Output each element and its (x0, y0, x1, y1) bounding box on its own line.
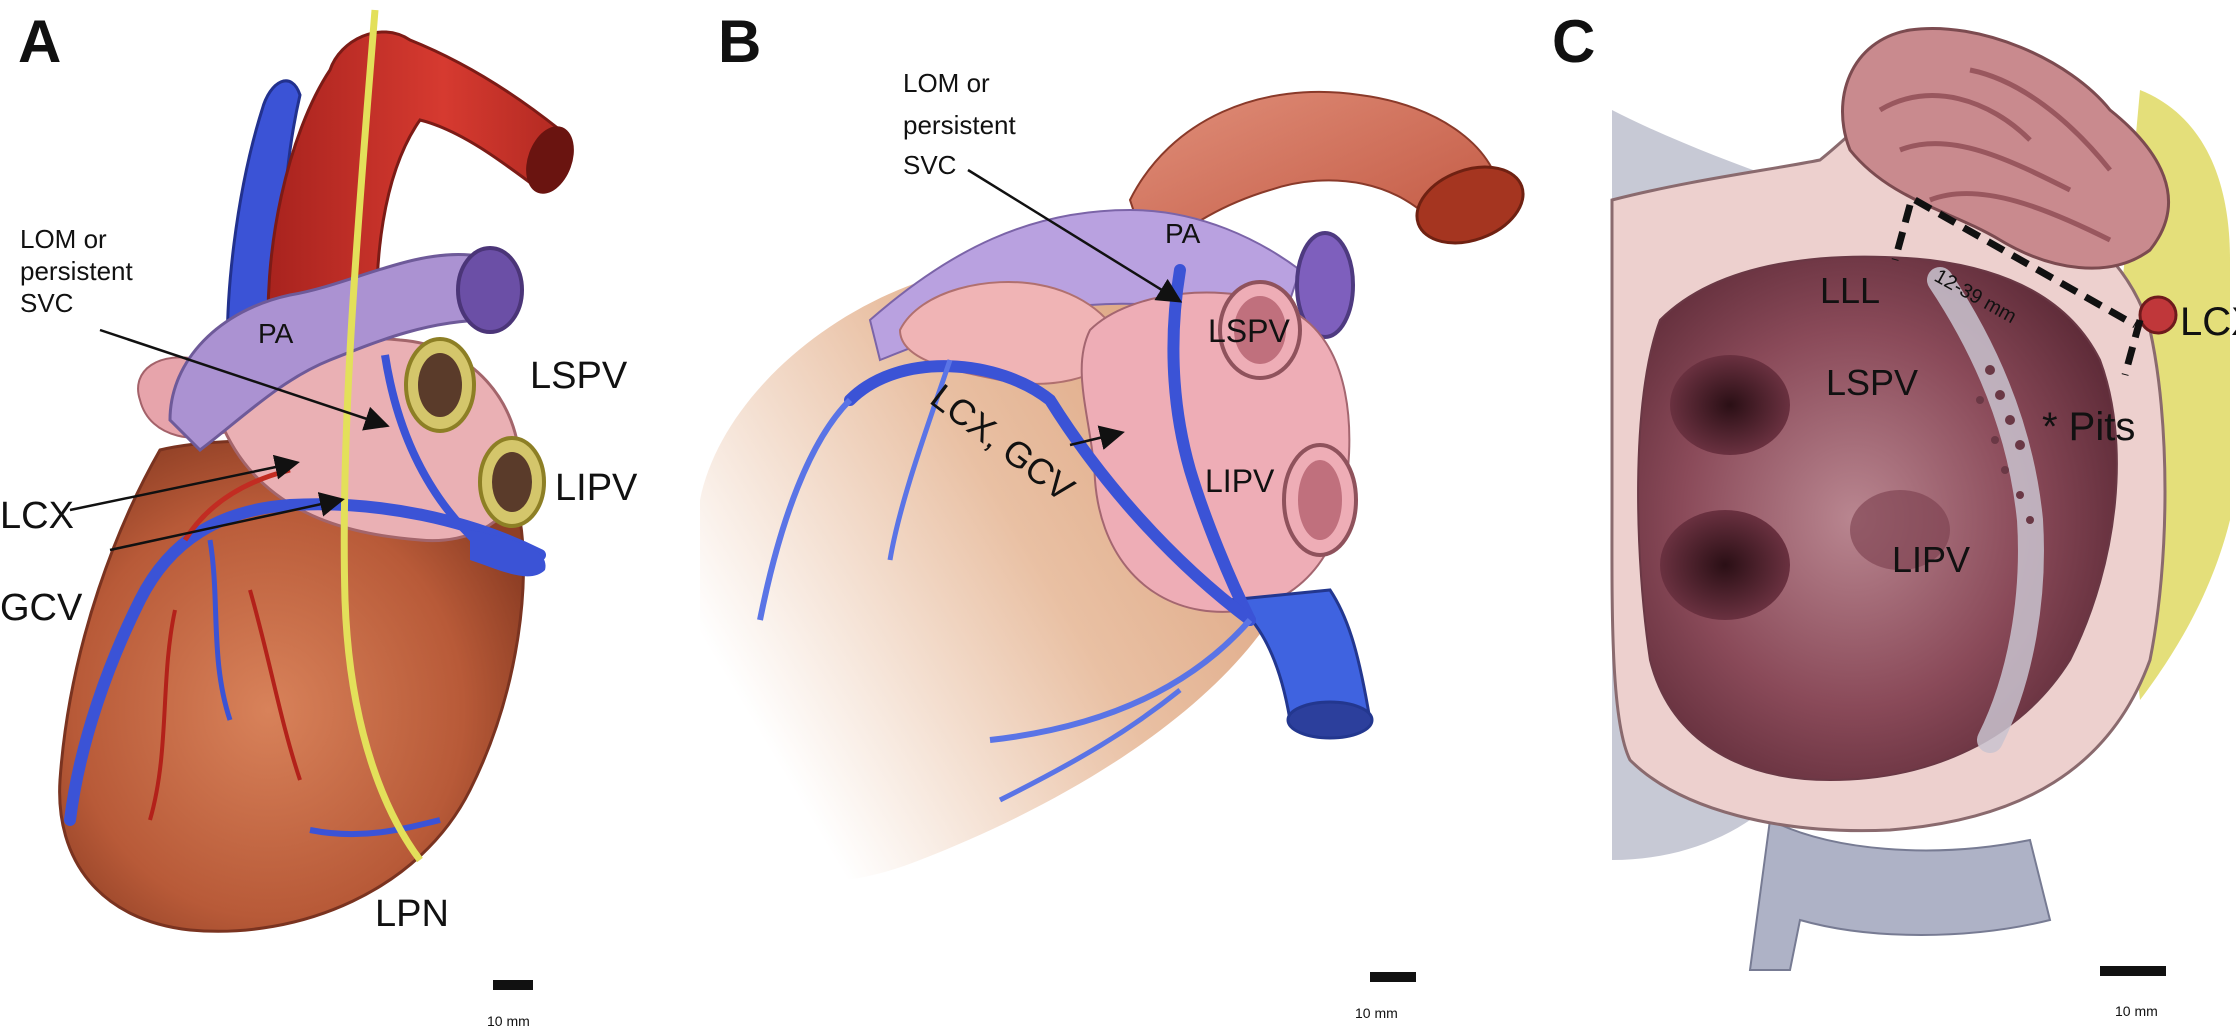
label-lom-line2: persistent (20, 256, 133, 286)
label-lipv: LIPV (555, 467, 638, 509)
gcv-leader (109, 492, 345, 552)
label-lcx: LCX (0, 495, 74, 537)
panel-b: B LOM or persistent SVC PA LSPV LIPV LCX… (700, 0, 1550, 1028)
label-lspv: LSPV (1826, 362, 1918, 403)
scale-bar (1370, 972, 1416, 982)
aorta-opening (1415, 165, 1525, 245)
lom-leader (967, 168, 1183, 303)
label-lipv: LIPV (1205, 463, 1275, 499)
panel-a: A LOM or persistent SVC PA LSPV LIPV LCX… (0, 0, 700, 1028)
lom-vein (381, 354, 483, 548)
panel-a-letter: A (18, 8, 61, 75)
lipv-ostium (1660, 510, 1790, 620)
artery-branch (148, 609, 177, 821)
panel-b-letter: B (718, 8, 761, 75)
label-lom-line1: LOM or (20, 224, 107, 254)
lipv-ostium-shadow (1850, 490, 1950, 570)
label-lipv: LIPV (1892, 539, 1970, 580)
pa-branch-opening (456, 246, 524, 334)
panel-c-letter: C (1552, 8, 1595, 75)
label-lspv: LSPV (1208, 313, 1290, 349)
aorta-opening (526, 126, 574, 194)
inferior-vein-opening (1286, 700, 1374, 740)
label-pa: PA (1165, 218, 1201, 249)
vein-branch (309, 817, 441, 838)
scale-label: 10 mm (2115, 1003, 2158, 1019)
vein-branch (757, 397, 853, 621)
vein-branch (989, 618, 1253, 743)
artery-branch (248, 589, 302, 781)
panel-c: C LLL LSPV LIPV LCX * Pits 12-39 mm 10 m… (1550, 0, 2236, 1028)
label-lpn: LPN (375, 893, 449, 935)
scale-label: 10 mm (487, 1013, 530, 1028)
scale-bar (2100, 966, 2166, 976)
lom-vein (1167, 264, 1256, 626)
label-pits: * Pits (2042, 405, 2135, 449)
lipv-lumen (1298, 460, 1342, 540)
measurement-bracket (1891, 196, 2144, 376)
lom-leader (99, 328, 390, 431)
lspv-ostium (1670, 355, 1790, 455)
label-lll: LLL (1820, 270, 1880, 311)
label-lspv: LSPV (530, 355, 628, 397)
lspv-lumen (418, 353, 462, 417)
lspv-lumen (1234, 296, 1286, 364)
label-lom-line3: SVC (20, 288, 73, 318)
scale-label: 10 mm (1355, 1005, 1398, 1021)
left-phrenic-nerve (340, 9, 423, 863)
lcx-gcv-leader (1069, 425, 1125, 450)
pits (1976, 365, 2034, 524)
lcx-artery (2138, 295, 2178, 335)
label-lcx: LCX (2180, 300, 2236, 344)
left-atrial-appendage (1841, 27, 2170, 270)
vein-branch (207, 539, 233, 721)
aorta (266, 30, 562, 362)
label-lom-line3: SVC (903, 150, 956, 180)
panel-c-illustration: C LLL LSPV LIPV LCX * Pits 12-39 mm 10 m… (1552, 8, 2236, 1019)
inferior-vessel (1748, 818, 2052, 971)
pa-branch-opening (1295, 231, 1355, 339)
coronary-sinus (470, 530, 546, 577)
lipv-lumen (492, 452, 532, 512)
panel-b-illustration: B LOM or persistent SVC PA LSPV LIPV LCX… (700, 8, 1525, 1021)
scale-bar (493, 980, 533, 990)
label-gcv: GCV (0, 587, 83, 629)
laa-trabeculae (1878, 67, 2112, 243)
lcx-leader (69, 454, 300, 512)
label-lom-line2: persistent (903, 110, 1016, 140)
label-lom-line1: LOM or (903, 68, 990, 98)
label-pa: PA (258, 318, 294, 349)
vein-branch (998, 688, 1182, 803)
panel-a-illustration: A LOM or persistent SVC PA LSPV LIPV LCX… (0, 8, 638, 1028)
vein-branch (887, 359, 953, 561)
great-cardiac-vein (844, 360, 1256, 626)
